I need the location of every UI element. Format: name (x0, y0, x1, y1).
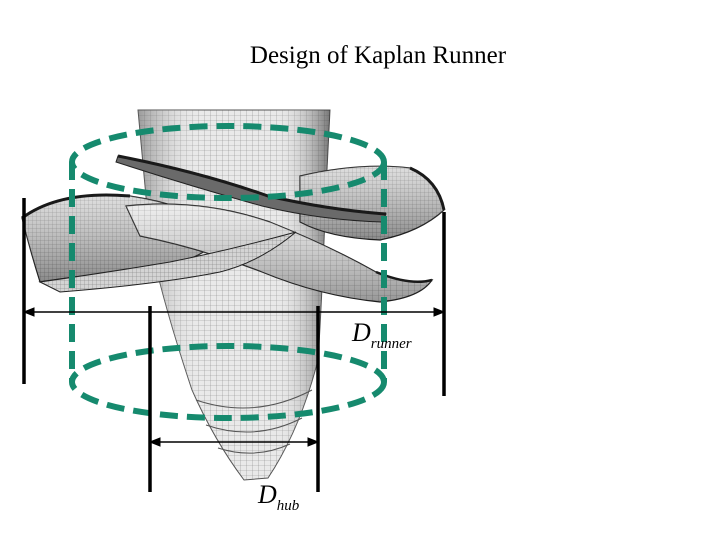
runner-diameter-label: Drunner (352, 318, 412, 353)
hub-arrow-left (148, 437, 161, 447)
runner-arrow-right (433, 307, 446, 317)
runner-label-subscript: runner (370, 335, 412, 352)
hub-diameter-label: Dhub (258, 480, 299, 515)
hub-label-symbol: D (258, 480, 277, 509)
runner-label-symbol: D (352, 318, 371, 347)
hub-label-subscript: hub (276, 497, 300, 514)
runner-arrow-left (22, 307, 35, 317)
runner-envelope (69, 123, 387, 421)
hub-diameter-dimension (148, 306, 320, 492)
runner-diameter-dimension (22, 198, 446, 396)
slide-title: Design of Kaplan Runner (249, 42, 507, 69)
hub-arrow-right (307, 437, 320, 447)
